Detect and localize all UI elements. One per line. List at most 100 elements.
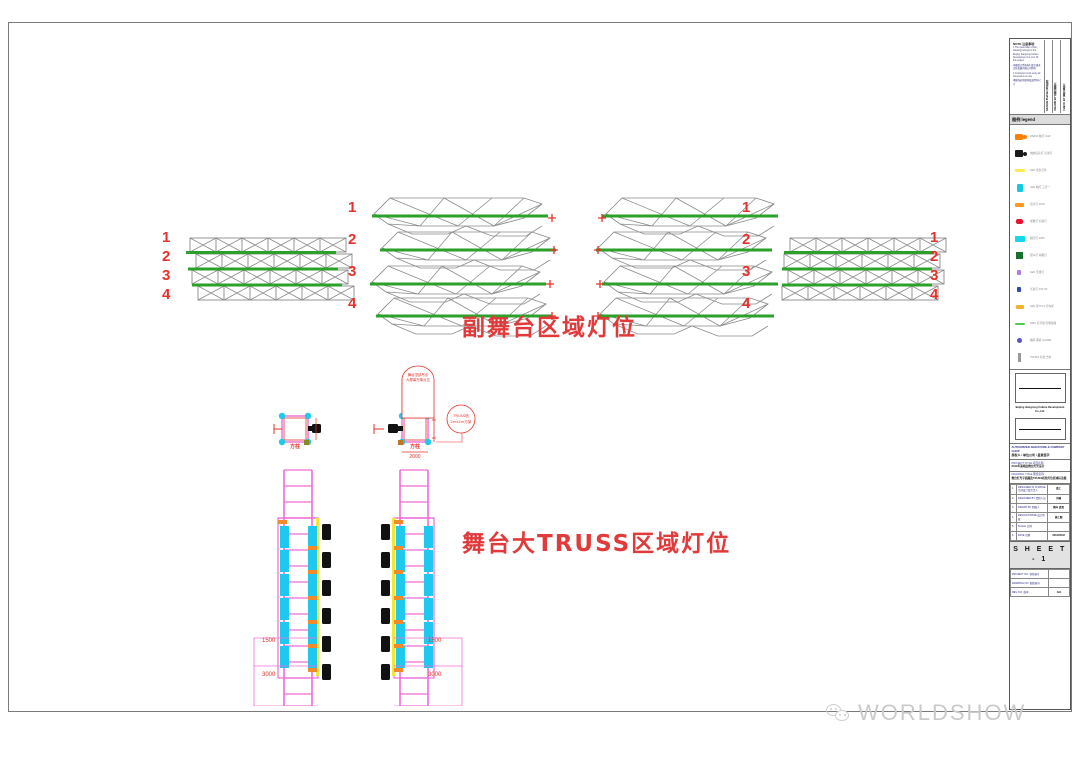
svg-text:舞台顶部吊点: 舞台顶部吊点 [408, 372, 429, 377]
svg-text:2000: 2000 [409, 454, 420, 460]
note-line-4: 承建商必须现场核实所有尺寸 [1013, 80, 1041, 86]
legend-item-haze-machine: 烟机 雾机 HAZER [1014, 332, 1068, 349]
company-signature-section: Beijing Jiangrong Culture Development Co… [1010, 370, 1070, 444]
table-row: 2 DESIGNED BY 绘制人员 刘楠 [1010, 493, 1070, 504]
row-label: DESIGN PHASE 设计阶段 [1015, 511, 1049, 524]
svg-text:大屏幕升降点位: 大屏幕升降点位 [406, 377, 430, 382]
svg-text:TRUSS塔: TRUSS塔 [452, 413, 469, 418]
truss-persp-centre-right [596, 197, 778, 337]
legend-item-par-can: PAR64 帕灯 1kW [1014, 128, 1068, 145]
row-numbers-centre-left: 1 2 3 4 [348, 199, 357, 312]
row-label: DESIGNED BY 绘制人员 [1015, 493, 1049, 504]
led-bar-icon [1014, 165, 1028, 176]
row-value [1047, 522, 1070, 533]
drawing-title-section: DRAWING TITLE 图纸名称 舞台灯光平面图及TRUSS桁架灯位区域标注… [1010, 472, 1070, 484]
footer-label: PROJECT NO. 项目编号 [1010, 569, 1050, 580]
sky-light-icon [1014, 267, 1028, 278]
project-title-value: 2019年演唱会舞台灯光设计 [1011, 465, 1045, 469]
pickpoint-marks-b [546, 214, 558, 320]
drawing-title-value: 舞台灯光平面图及TRUSS桁架灯位区域标注图 [1011, 477, 1067, 481]
dim-left-3000: 3000 [262, 672, 276, 678]
row-value: 刘楠 [1047, 493, 1070, 504]
row-numbers-left: 1 2 3 4 [162, 229, 171, 303]
auth-label-en: AUTHORIZED SIGNATURE & COMPANY CHOP [1011, 445, 1065, 454]
sheet-number: S H E E T - 1 [1010, 541, 1070, 570]
led-wall-icon [1014, 301, 1028, 312]
blinder-icon [1014, 250, 1028, 261]
legend-item-moving-head: 电脑摇头灯 光束灯 [1014, 145, 1068, 162]
row-value: 黄工 [1047, 483, 1070, 495]
project-info-table: 1 DESIGNER IN CHARGE 主创设计及负责人 黄工 2 DESIG… [1010, 483, 1070, 542]
section-title-side-stage: 副舞台区域灯位 [462, 315, 637, 341]
authorized-signature-box [1014, 417, 1066, 440]
row-value: 施工图 [1047, 511, 1070, 524]
authorized-signature-label: AUTHORIZED SIGNATURE & COMPANY CHOP 授权人 … [1010, 444, 1070, 461]
footer-value [1048, 578, 1070, 589]
authorized-signature-line [1019, 428, 1061, 430]
drawing-canvas[interactable]: 方柱 方柱 2000 [14, 30, 1004, 706]
notes-heading: NOTE 注意事项: [1013, 41, 1036, 46]
legend-item-follow-spot: 追光灯 2KW [1014, 196, 1068, 213]
moving-head-icon [1014, 148, 1028, 159]
sheet-footer-table: PROJECT NO. 项目编号 DRAWING NO. 图纸编号 REV. N… [1010, 569, 1070, 598]
legend-item-strobe: 频闪灯 DMX [1014, 230, 1068, 247]
section-title-main-truss: 舞台大TRUSS区域灯位 [462, 531, 732, 557]
table-row: 5 SCALE 比例 [1010, 522, 1070, 533]
led-par-icon [1014, 182, 1028, 193]
truss-stack-right [781, 237, 947, 301]
par-can-icon [1014, 131, 1028, 142]
row-label: DESIGNER IN CHARGE 主创设计及负责人 [1015, 483, 1049, 495]
company-name-en: Beijing Jiangrong Culture Development Co… [1015, 406, 1065, 413]
table-row: REV. NO. 版本 A01 [1010, 587, 1070, 598]
legend-item-led-par: LED 帕灯 三合一 [1014, 179, 1068, 196]
svg-text:方柱: 方柱 [410, 443, 420, 450]
rev-col-drawn-by: DRAWN BY 绘图 制图人 [1053, 40, 1061, 113]
pickpoint-marks-c [594, 214, 606, 320]
legend-list: PAR64 帕灯 1kW 电脑摇头灯 光束灯 LED 染色灯条 LED 帕灯 三… [1010, 125, 1070, 371]
table-row: DRAWING NO. 图纸编号 [1010, 578, 1070, 589]
profile-icon [1014, 216, 1028, 227]
follow-spot-icon [1014, 199, 1028, 210]
beam-light-icon [1014, 284, 1028, 295]
legend-item-led-wall: LED 屏 P3.9 室内屏 [1014, 298, 1068, 315]
dmx-line-icon [1014, 318, 1028, 329]
legend-item-profile: 成像灯 切割灯 [1014, 213, 1068, 230]
row-value: 2019/03/02 [1047, 531, 1070, 542]
callout-bubble-top: 舞台顶部吊点 大屏幕升降点位 [401, 365, 435, 419]
row-label: DATE 日期 [1015, 531, 1049, 542]
truss-tower-right [381, 469, 463, 706]
legend-item-led-bar: LED 染色灯条 [1014, 162, 1068, 179]
row-numbers-centre-right: 1 2 3 4 [742, 199, 751, 312]
table-row: 1 DESIGNER IN CHARGE 主创设计及负责人 黄工 [1010, 483, 1070, 495]
dim-right-3000: 3000 [428, 672, 442, 678]
dim-right-1500: 1500 [428, 638, 442, 644]
notes-section: NOTE 注意事项: 1 The ownership of this drawi… [1010, 39, 1070, 115]
footer-label: REV. NO. 版本 [1010, 587, 1050, 598]
rev-col-check-by: CHECK BY 审核 审核人 [1062, 83, 1066, 111]
note-line-2: 本图纸之所有权归北京嘉永文化发展有限公司所有 [1013, 64, 1041, 70]
note-line-3: 2 Contractor must verity all dimensions … [1013, 72, 1041, 78]
truss-persp-centre-left [370, 197, 556, 337]
revision-columns: DESIGN PHASE 设计阶段 DRAWN BY 绘图 制图人 CHECK … [1045, 40, 1069, 113]
drawing-title-label: DRAWING TITLE 图纸名称 [1011, 473, 1044, 477]
title-block[interactable]: NOTE 注意事项: 1 The ownership of this drawi… [1009, 38, 1071, 710]
legend-item-sky-light: LED 天排灯 [1014, 264, 1068, 281]
auth-label-cn: 授权人 / 单位公司 / 盖章签字 [1011, 453, 1050, 458]
tower-plan-left: 方柱 [273, 412, 321, 450]
row-numbers-right: 1 2 3 4 [930, 229, 939, 303]
legend-item-beam-light: 光束灯 230 7R [1014, 281, 1068, 298]
haze-machine-icon [1014, 335, 1028, 346]
svg-text:方柱: 方柱 [290, 443, 300, 450]
svg-text:2mx2m方架: 2mx2m方架 [451, 419, 472, 424]
truss-tower-icon [1014, 352, 1028, 363]
callout-bubble-right: TRUSS塔 2mx2m方架 [446, 404, 476, 434]
truss-stack-left [186, 237, 355, 301]
row-label: SCALE 比例 [1015, 522, 1049, 533]
company-stamp-line [1019, 388, 1061, 390]
table-row: 6 DATE 日期 2019/03/02 [1010, 531, 1070, 542]
project-title-label: PROJECT TITLE 项目名称 [1011, 461, 1044, 465]
truss-tower-left [253, 469, 331, 706]
legend-heading: 图例 legend [1010, 115, 1070, 126]
footer-value: A01 [1048, 587, 1070, 598]
rev-col-design-phase: DESIGN PHASE 设计阶段 [1045, 40, 1053, 113]
